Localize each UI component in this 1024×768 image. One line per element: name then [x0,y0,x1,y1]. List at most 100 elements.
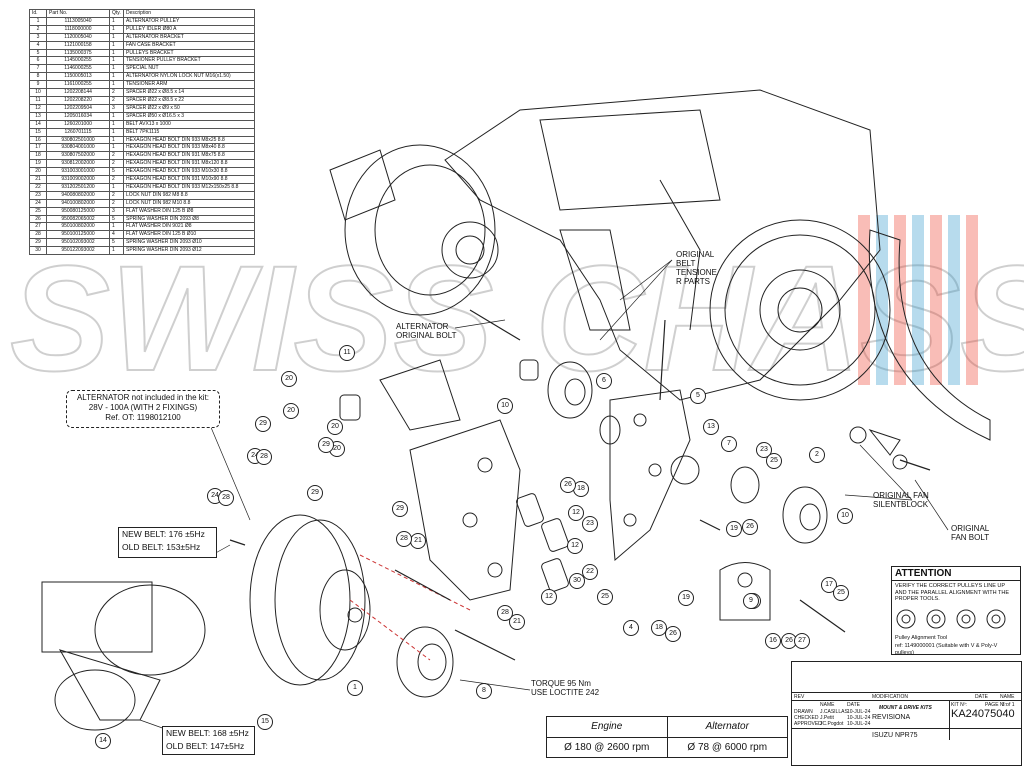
alternator-original-bolt-label: ALTERNATOR ORIGINAL BOLT [396,322,457,340]
part-id: 11 [29,95,47,105]
new-belt-top: NEW BELT: 176 ±5Hz [122,529,205,539]
callout-16: 16 [765,633,781,649]
callout-7: 7 [721,436,737,452]
modification-label: MODIFICATION [872,694,909,700]
engine-block [444,89,881,401]
checked-name: J.Petit [820,715,834,721]
part-description: HEXAGON HEAD BOLT DIN 931 M8x120 8.8 [123,159,255,169]
part-description: FLAT WASHER DIN 125 B Ø10 [123,230,255,240]
part-id: 13 [29,111,47,121]
rev-label: REV [794,694,805,700]
original-belt-tensioner-label: ORIGINAL BELT TENSIONE R PARTS [676,250,717,286]
callout-29: 29 [318,437,334,453]
part-description: SPACER Ø50 x Ø16.5 x 3 [123,111,255,121]
model: ISUZU NPR75 [872,732,918,739]
alternator-label: Alternator [705,721,749,732]
callout-5: 5 [690,388,706,404]
part-id: 26 [29,214,47,224]
part-qty: 5 [109,167,124,177]
part-number: 940080802000 [46,190,110,200]
part-qty: 1 [109,64,124,74]
part-qty: 2 [109,88,124,97]
part-number: 930812002000 [46,159,110,169]
part-description: FAN CASE BRACKET [123,40,255,50]
part-description: ALTERNATOR BRACKET [123,32,255,42]
part-id: 5 [29,48,47,58]
part-qty: 5 [109,238,124,248]
inset-engine-view [41,581,206,731]
part-description: HEXAGON HEAD BOLT DIN 931 M10x90 8.8 [123,175,255,184]
callout-21: 21 [509,614,525,630]
callout-28: 28 [497,605,513,621]
callout-4: 4 [623,620,639,636]
part-qty: 1 [109,182,124,192]
kit-number: KA24075040 [951,708,1015,720]
part-id: 30 [29,246,47,256]
pulley-spec-table: Engine Alternator Ø 180 @ 2600 rpm Ø 78 … [546,716,788,758]
date-label: DATE [975,694,988,700]
part-qty: 1 [109,119,124,129]
original-fan-bolt-label: ORIGINAL FAN BOLT [951,524,990,542]
alternator-note-box: ALTERNATOR not included in the kit: 28V … [66,390,220,428]
part-description: TENSIONER ARM [123,80,255,90]
attention-title: ATTENTION [892,567,1020,581]
col-date: DATE [847,702,860,708]
watermark-text: SWISS CHASSIS [10,234,1024,402]
part-qty: 2 [109,175,124,184]
part-id: 28 [29,230,47,240]
part-id: 10 [29,88,47,97]
part-description: BELT 7PK1115 [123,127,255,137]
part-qty: 3 [109,103,124,113]
callout-23: 23 [582,516,598,532]
callout-19: 19 [726,521,742,537]
callout-19: 19 [678,590,694,606]
part-id: 27 [29,222,47,232]
part-number: 1205016034 [46,111,110,121]
part-description: PULLEYS BRACKET [123,48,255,58]
callout-26: 26 [742,519,758,535]
approved-label: APPROVED [794,721,822,727]
callout-12: 12 [568,505,584,521]
part-number: 930807502000 [46,151,110,161]
part-number: 1202208144 [46,88,110,97]
callout-29: 29 [392,501,408,517]
part-id: 17 [29,143,47,153]
drawn-name: J.CASILLAS [820,709,848,715]
part-number: 1146000255 [46,64,110,74]
alignment-tool-icons [896,609,1006,628]
callout-9: 9 [743,593,759,609]
part-description: HEXAGON HEAD BOLT DIN 933 M10x30 8.8 [123,167,255,177]
col-part-no: Part No. [46,9,110,18]
alignment-tool-name: Pulley Alignment Tool [895,634,948,641]
part-qty: 1 [109,80,124,90]
callout-8: 8 [476,683,492,699]
part-number: 1202208220 [46,95,110,105]
callout-25: 25 [833,585,849,601]
part-id: 12 [29,103,47,113]
part-description: SPECIAL NUT [123,64,255,74]
part-number: 1118000000 [46,24,110,34]
part-number: 1150005013 [46,72,110,82]
part-description: LOCK NUT DIN 982 M10 8.8 [123,198,255,208]
part-description: BELT AVX13 x 1000 [123,119,255,129]
watermark-logo [858,215,978,385]
alignment-tool-ref: ref: 1149000001 (Suitable with V & Poly-… [895,643,998,656]
part-number: 931009002000 [46,175,110,184]
part-qty: 1 [109,135,124,145]
part-description: HEXAGON HEAD BOLT DIN 933 M8x25 8.8 [123,135,255,145]
part-description: FLAT WASHER DIN 9021 Ø8 [123,222,255,232]
part-id: 7 [29,64,47,74]
part-id: 6 [29,56,47,66]
part-id: 25 [29,206,47,216]
